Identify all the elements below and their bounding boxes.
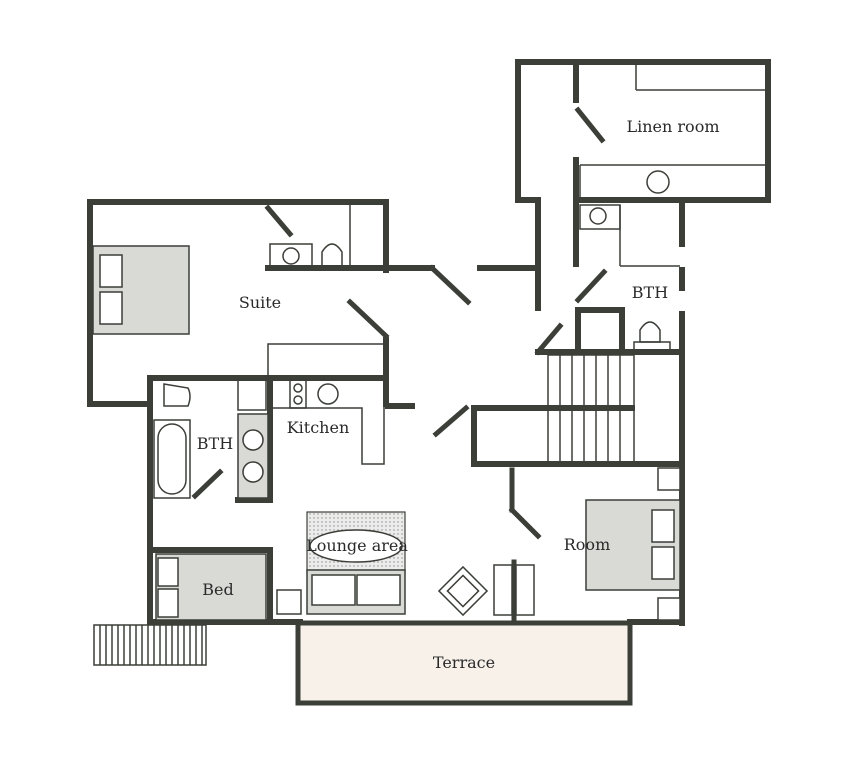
bed-label: Bed (202, 580, 233, 599)
suite-pillow-2 (99, 291, 123, 325)
exterior-stairs (93, 624, 207, 666)
room-label: Room (564, 535, 610, 554)
suite-bath-fixtures (269, 243, 343, 269)
bth-right-label: BTH (632, 283, 668, 302)
window-seat-2 (515, 564, 535, 616)
side-table (276, 589, 302, 615)
bth-left-label: BTH (197, 434, 233, 453)
suite-label: Suite (239, 293, 281, 312)
suite-pillow-1 (99, 254, 123, 288)
bed-pillow-1 (157, 557, 179, 587)
linen-room-label: Linen room (627, 117, 720, 136)
window-seat-1 (493, 564, 513, 616)
armchair (437, 565, 489, 617)
room-pillow-2 (651, 546, 675, 580)
lounge-table (309, 529, 403, 563)
suite-closet (349, 203, 385, 267)
kitchen-counter (267, 343, 385, 465)
room-nightstand-1 (657, 467, 681, 491)
kitchen-label: Kitchen (287, 418, 350, 437)
terrace-area (295, 620, 633, 706)
door-swings (191, 106, 608, 623)
room-pillow-1 (651, 509, 675, 543)
bed-pillow-2 (157, 588, 179, 618)
right-bath-fixtures (579, 204, 680, 351)
left-bath-fixtures (153, 379, 269, 499)
lounge-sofa (306, 569, 406, 615)
linen-room-fixtures (579, 62, 768, 200)
terrace-label: Terrace (433, 653, 495, 672)
lounge-area-label: Lounge area (306, 536, 408, 555)
room-nightstand-2 (657, 597, 681, 621)
